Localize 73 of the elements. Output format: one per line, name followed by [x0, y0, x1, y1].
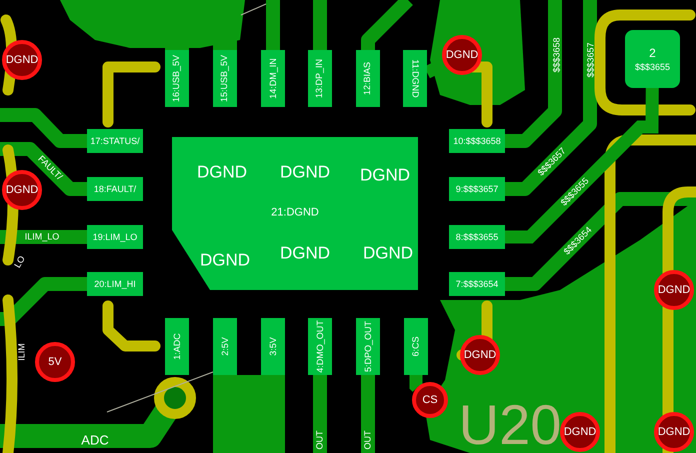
net-label: DGND: [200, 252, 250, 268]
net-label: DGND: [658, 426, 690, 438]
smd-pad: [449, 272, 505, 296]
net-label: DGND: [446, 50, 478, 60]
smd-pad: [308, 50, 332, 107]
smd-pad: [404, 318, 428, 375]
pad-number: 2: [649, 46, 656, 58]
smd-pad: [308, 318, 332, 375]
pad-label: 19:LIM_LO: [92, 232, 138, 242]
smd-pad: [165, 50, 189, 107]
copper-trace: [410, 375, 423, 392]
pad-label: 10:$$$3658: [453, 136, 501, 146]
smd-pad: [403, 50, 427, 107]
smd-pad: [213, 318, 237, 375]
net-label: DGND: [196, 164, 248, 180]
reference-designator: U20: [458, 397, 562, 453]
net-label: ILIM: [18, 343, 26, 361]
pad-label: 7:$$$3654: [456, 280, 498, 288]
smd-pad: [87, 129, 143, 153]
smd-pad: [165, 318, 189, 375]
pad-label: 3:5V: [268, 337, 278, 356]
pad-label: 13:DP_IN: [316, 58, 324, 98]
smd-pad: [261, 50, 285, 107]
smd-pad: [87, 272, 143, 296]
smd-pad: [449, 225, 505, 249]
net-label: DGND: [280, 164, 330, 180]
net-label: 5V: [48, 356, 62, 368]
copper-trace: [505, 88, 659, 244]
net-label: OUT: [364, 430, 372, 450]
pad-label: 8:$$$3655: [456, 232, 498, 242]
net-label: LO: [13, 254, 27, 270]
net-label: ADC: [81, 434, 109, 446]
smd-pad: [213, 50, 237, 107]
pad-label: 21:DGND: [271, 208, 319, 218]
smd-pad: [625, 30, 680, 88]
smd-pad: [87, 225, 143, 249]
pad-label: 4:DMO_OUT: [316, 320, 324, 373]
via: [35, 342, 75, 382]
net-label: DGND: [360, 166, 410, 184]
pad-label: 14:DM_IN: [268, 58, 278, 99]
net-label: DGND: [6, 54, 38, 66]
pad-label: 5:DPO_OUT: [364, 321, 372, 372]
pad-label: 18:FAULT/: [94, 184, 136, 194]
net-label: DGND: [658, 284, 690, 296]
net-label: $$$3658: [552, 37, 562, 73]
pad-label: 12:BIAS: [364, 62, 372, 96]
smd-pad: [261, 318, 285, 375]
net-label: ILIM_LO: [24, 232, 60, 242]
pad-label: 20:LIM_HI: [94, 280, 136, 288]
smd-pad: [449, 177, 505, 201]
exposed-pad: [172, 137, 418, 290]
pad-label: 6:CS: [412, 336, 420, 356]
pad-label: 9:$$$3657: [456, 184, 498, 194]
pad-label: 2:5V: [220, 337, 230, 356]
pad-label: 15:USB_5V: [220, 54, 230, 102]
smd-pad: [449, 129, 505, 153]
net-label: DGND: [564, 426, 596, 438]
net-label: OUT: [316, 430, 324, 450]
net-label: DGND: [280, 244, 330, 262]
net-label: CS: [422, 394, 438, 406]
net-label: DGND: [464, 350, 496, 360]
net-label: DGND: [362, 244, 414, 262]
pad-label: 16:USB_5V: [172, 54, 182, 102]
pad-label: 11:DGND: [410, 59, 420, 98]
pad-label: 17:STATUS/: [90, 136, 140, 146]
net-label: $$$3655: [634, 62, 670, 72]
smd-pad: [356, 50, 380, 107]
net-label: $$$3657: [586, 42, 596, 78]
smd-pad: [87, 177, 143, 201]
net-label: DGND: [6, 184, 38, 196]
via: [2, 40, 42, 80]
smd-pad: [356, 318, 380, 375]
pad-label: 1:ADC: [172, 333, 182, 360]
